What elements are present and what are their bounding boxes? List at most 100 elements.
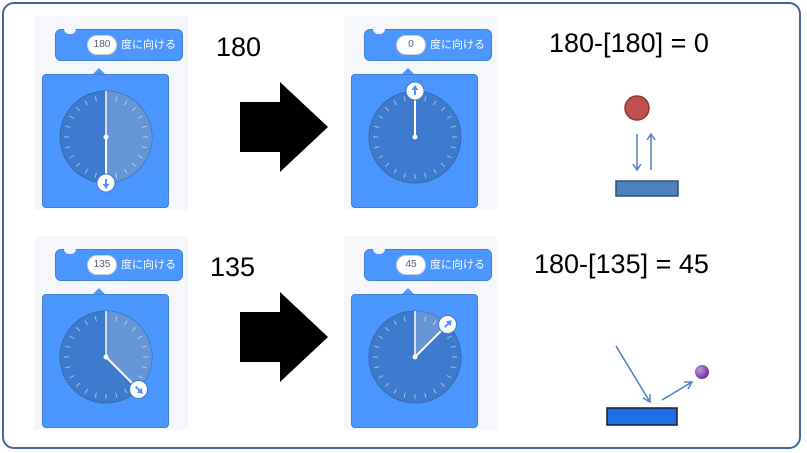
dial-tick: [137, 335, 143, 339]
direction-dial[interactable]: [352, 75, 479, 209]
dial-handle: [405, 81, 425, 101]
dial-tick: [94, 392, 97, 398]
vertical-bounce-illustration: [615, 95, 679, 197]
dial-tick: [124, 320, 128, 326]
dial-tick: [433, 320, 437, 326]
dial-tick: [374, 125, 380, 128]
dial-tick: [115, 392, 118, 398]
direction-dial-panel: [42, 74, 169, 208]
dial-tick: [384, 382, 390, 388]
direction-block-before-row2: 135 度に向ける: [35, 236, 188, 430]
input-value-label: 135: [210, 252, 256, 282]
direction-input[interactable]: 45: [396, 255, 426, 275]
input-value-label: 180: [216, 32, 262, 62]
dial-tick: [131, 162, 137, 168]
dial-tick: [393, 320, 397, 326]
dial-tick: [69, 155, 75, 159]
dial-center: [103, 354, 109, 360]
equation-label: 180-[135] = 45: [534, 249, 709, 279]
dial-tick: [65, 125, 71, 128]
dial-center: [103, 134, 109, 140]
dial-tick: [137, 375, 143, 379]
dial-tick: [440, 106, 446, 112]
paddle: [615, 180, 679, 197]
dial-tick: [393, 168, 397, 174]
block-label: 度に向ける: [121, 258, 176, 271]
block-notch: [64, 29, 76, 34]
direction-dial[interactable]: [352, 295, 479, 429]
dial-tick: [378, 375, 384, 379]
dial-tick: [433, 168, 437, 174]
dial-tick: [115, 172, 118, 178]
dial-tick: [403, 392, 406, 398]
dial-tick: [141, 366, 147, 369]
dial-tick: [75, 326, 81, 332]
direction-input[interactable]: 135: [87, 255, 117, 275]
dial-tick: [424, 172, 427, 178]
dial-tick: [137, 155, 143, 159]
dial-tick: [141, 125, 147, 128]
figure-frame: [2, 2, 801, 449]
outgoing-arrow-icon: [661, 381, 693, 401]
dial-tick: [424, 316, 427, 322]
direction-input[interactable]: 0: [396, 35, 426, 55]
direction-arrow-icon: [134, 385, 143, 394]
dial-tick: [141, 146, 147, 149]
dial-tick: [403, 316, 406, 322]
block-notch: [373, 29, 385, 34]
point-in-direction-block[interactable]: 0 度に向ける: [364, 29, 492, 61]
direction-dial[interactable]: [43, 75, 170, 209]
dial-tick: [141, 345, 147, 348]
paddle: [606, 407, 678, 426]
dial-tick: [131, 106, 137, 112]
direction-input[interactable]: 180: [87, 35, 117, 55]
point-in-direction-block[interactable]: 45 度に向ける: [364, 249, 492, 281]
dial-tick: [115, 96, 118, 102]
dial-tick: [374, 366, 380, 369]
dial-tick: [403, 96, 406, 102]
dial-pointer-caret: [93, 68, 105, 74]
dial-tick: [65, 345, 71, 348]
dial-tick: [65, 366, 71, 369]
dial-tick: [393, 100, 397, 106]
dial-tick: [440, 382, 446, 388]
dial-tick: [384, 162, 390, 168]
dial-tick: [433, 388, 437, 394]
incoming-arrow-icon: [615, 345, 651, 403]
dial-tick: [94, 172, 97, 178]
dial-center: [412, 134, 418, 140]
direction-block-after-row1: 0 度に向ける: [344, 16, 497, 210]
dial-tick: [424, 392, 427, 398]
dial-tick: [440, 162, 446, 168]
direction-dial[interactable]: [43, 295, 170, 429]
dial-center: [412, 354, 418, 360]
point-in-direction-block[interactable]: 135 度に向ける: [55, 249, 183, 281]
point-in-direction-block[interactable]: 180 度に向ける: [55, 29, 183, 61]
dial-pointer-caret: [402, 68, 414, 74]
block-label: 度に向ける: [430, 38, 485, 51]
dial-tick: [94, 316, 97, 322]
direction-arrow-icon: [443, 320, 452, 329]
dial-tick: [84, 100, 88, 106]
dial-tick: [384, 106, 390, 112]
dial-tick: [374, 146, 380, 149]
dial-tick: [69, 375, 75, 379]
dial-tick: [450, 366, 456, 369]
block-notch: [373, 249, 385, 254]
dial-tick: [84, 388, 88, 394]
direction-block-before-row1: 180 度に向ける: [35, 16, 188, 210]
dial-tick: [124, 100, 128, 106]
block-label: 度に向ける: [121, 38, 176, 51]
block-notch: [64, 249, 76, 254]
dial-tick: [378, 115, 384, 119]
dial-tick: [94, 96, 97, 102]
dial-tick: [393, 388, 397, 394]
dial-tick: [446, 115, 452, 119]
direction-arrow-icon: [102, 179, 110, 189]
right-arrow-icon: [240, 292, 328, 382]
right-arrow-icon: [240, 82, 328, 172]
dial-pointer-caret: [93, 288, 105, 294]
equation-label: 180-[180] = 0: [549, 28, 709, 58]
dial-tick: [424, 96, 427, 102]
dial-tick: [446, 375, 452, 379]
